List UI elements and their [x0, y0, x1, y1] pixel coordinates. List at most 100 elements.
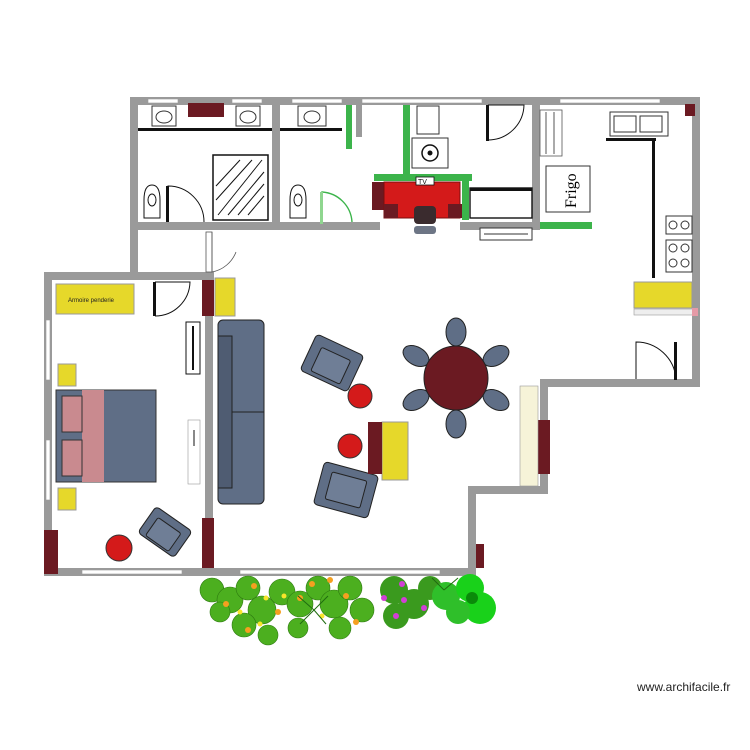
toilet-2 [289, 184, 307, 219]
toilet-1-seat [147, 193, 157, 207]
bush-green [199, 575, 375, 646]
wall-bath-left [130, 97, 138, 277]
wall-right [692, 97, 700, 387]
bed-headboard [82, 390, 104, 482]
sideboard [519, 385, 539, 487]
desk-dark-right [448, 204, 462, 218]
bedroom: Armoire penderie [55, 283, 201, 562]
stove-burner-dot [427, 150, 433, 156]
fridge [545, 165, 591, 213]
radiator-6 [538, 420, 550, 474]
door-bath-2 [321, 191, 353, 224]
toilet-1 [143, 184, 161, 219]
tv-cabinet [469, 187, 533, 219]
wardrobe [55, 283, 135, 315]
window-3 [291, 98, 343, 104]
wall-bed-top [44, 272, 214, 280]
radiator-2 [685, 104, 695, 116]
kitchen-partition [633, 308, 695, 316]
dining-chair-1 [445, 317, 467, 347]
dining-table [423, 345, 489, 411]
door-bath-2-leaf [320, 192, 323, 224]
window-2 [231, 98, 263, 104]
radiator-3 [202, 280, 214, 316]
palm-center [297, 577, 459, 625]
fridge-label: Frigo [563, 173, 580, 208]
kitchen-counter-right [652, 138, 655, 278]
hall [153, 231, 237, 317]
wall-bottom-step [468, 486, 548, 494]
sink-office [416, 105, 440, 135]
radiator-7 [476, 544, 484, 568]
nightstand-top [57, 363, 77, 387]
green-strip [540, 222, 592, 229]
bathroom-1 [138, 105, 272, 223]
window-6 [81, 569, 183, 575]
wall-kitchen-left [532, 97, 540, 230]
wall-bottom-right [468, 486, 476, 570]
dining-chair-2 [445, 409, 467, 439]
wall-bed-left [44, 272, 52, 576]
tv-cabinet-top [470, 188, 532, 191]
window-7 [239, 569, 441, 575]
door-bath-1-leaf [166, 186, 169, 222]
sofa [217, 319, 265, 505]
wall-office-left [356, 97, 362, 137]
shower-hatch [215, 159, 265, 216]
door-bath-1 [167, 185, 205, 223]
tv-label: TV [418, 179, 427, 186]
wall-office-bottom [460, 222, 540, 230]
pouf-bedroom [105, 534, 133, 562]
radiator-9 [372, 182, 386, 210]
kitchen-pink [692, 308, 698, 316]
cooktop-1 [665, 215, 693, 235]
window-1 [147, 98, 179, 104]
coffee-table [381, 421, 409, 481]
bathroom-2 [280, 105, 353, 224]
bush-lime [432, 574, 496, 624]
kitchen-door-frame [539, 109, 563, 157]
wall-bath-mid [272, 97, 280, 230]
door-office-leaf [486, 105, 489, 141]
green-partition-1 [346, 105, 352, 149]
counter-line-2 [280, 128, 342, 131]
office-zone: TV [374, 104, 533, 241]
window-9 [45, 439, 51, 501]
windows [45, 98, 661, 575]
stove-burner [421, 144, 439, 162]
window-4 [361, 98, 483, 104]
living-room [214, 277, 539, 519]
sink-3 [297, 105, 327, 127]
door-bedroom [154, 281, 191, 317]
sink-basin-3 [303, 110, 321, 124]
coffee-table-side [368, 422, 382, 474]
desk-dark-left [384, 204, 398, 218]
kitchen-cabinet-yellow [633, 281, 693, 309]
office-chair-base [414, 226, 436, 234]
watermark: www.archifacile.fr [637, 680, 731, 694]
kitchen: Frigo [539, 109, 698, 380]
bush-purple [380, 576, 442, 629]
door-office [487, 104, 525, 141]
kitchen-counter-top [606, 138, 656, 141]
radiator-1 [188, 103, 224, 117]
wardrobe-label: Armoire penderie [68, 298, 115, 304]
living-yellow-cabinet [214, 277, 236, 317]
sink-basin-1 [155, 110, 173, 124]
window-8 [45, 319, 51, 381]
pillow-2 [61, 439, 83, 477]
door-bedroom-leaf [153, 282, 156, 316]
wall-kitchen-step [540, 379, 700, 387]
door-kitchen-leaf [674, 342, 677, 380]
hall-door-frame [205, 231, 213, 273]
radiator-5 [202, 518, 214, 568]
green-wall-right [462, 176, 469, 220]
radiator-4 [44, 530, 58, 574]
wall-partition [205, 272, 213, 576]
counter-line-1 [138, 128, 272, 131]
bush-flowers-yellow [237, 593, 325, 627]
office-chair [414, 206, 436, 224]
bedroom-shelf [187, 419, 201, 485]
pouf-2 [337, 433, 363, 459]
